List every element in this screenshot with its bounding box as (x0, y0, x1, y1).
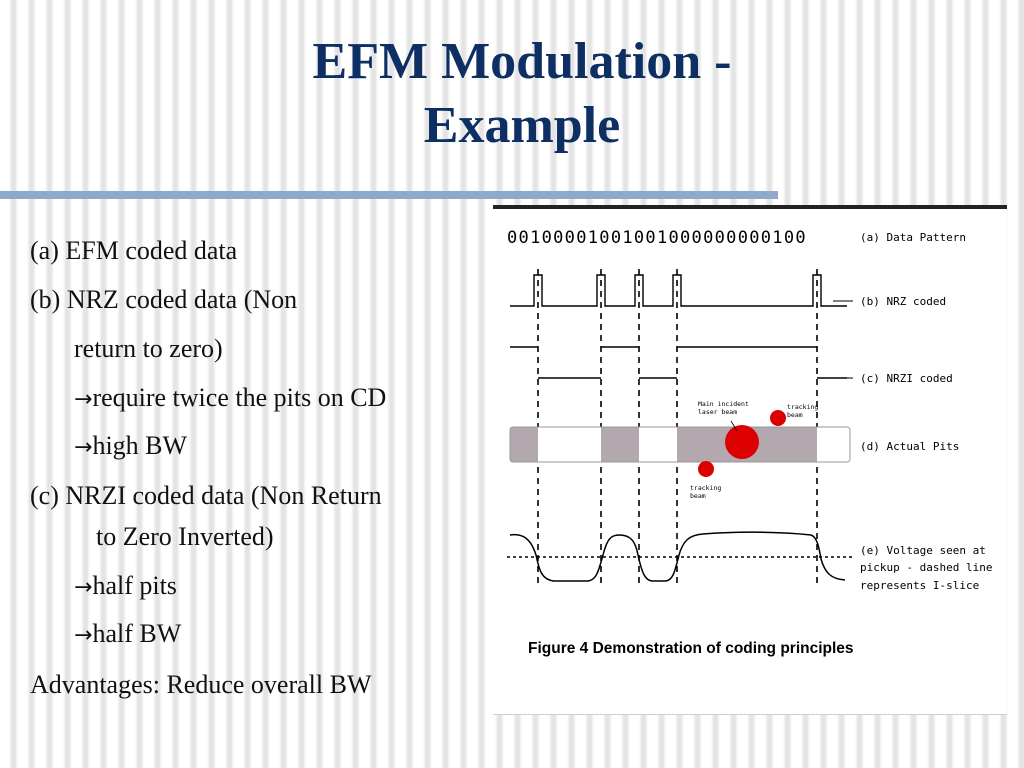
sub-bullet-half-pits: →half pits (74, 571, 177, 603)
bullet-nrzi-continuation: to Zero Inverted) (96, 522, 274, 551)
slide-title: EFM Modulation - Example (0, 30, 1024, 158)
bullet-advantages: Advantages: Reduce overall BW (30, 670, 372, 699)
sub-bullet-high-bw: →high BW (74, 431, 187, 463)
label-voltage: pickup - dashed line (860, 561, 992, 574)
figure-caption: Figure 4 Demonstration of coding princip… (528, 640, 854, 657)
bullet-nrz-continuation: return to zero) (74, 334, 223, 363)
right-arrow-icon: → (74, 575, 93, 600)
pickup-voltage-waveform (509, 531, 846, 582)
right-arrow-icon: → (74, 623, 93, 648)
land-segment (538, 427, 601, 462)
nrzi-waveform (510, 346, 847, 379)
nrz-waveform (510, 274, 847, 307)
tracking-beam-bottom (698, 461, 714, 477)
tracking-beam-label: beam (787, 411, 803, 419)
main-beam-label: Main incident (698, 400, 749, 408)
tracking-beam-label: beam (690, 492, 706, 500)
beam-pointer (730, 420, 738, 432)
label-voltage: (e) Voltage seen at (860, 544, 986, 557)
coding-principles-figure: 00100001001001000000000100 Main incident… (493, 205, 1007, 715)
data-pattern-text: 00100001001001000000000100 (507, 228, 807, 248)
sub-bullet-twice-pits: →require twice the pits on CD (74, 383, 386, 415)
slide-title-line-1: EFM Modulation - (312, 33, 732, 90)
tracking-beam-top (770, 410, 786, 426)
right-arrow-icon: → (74, 387, 93, 412)
land-segment (817, 427, 850, 462)
tracking-beam-label: tracking (787, 403, 818, 411)
label-leaders (833, 300, 853, 379)
label-nrz: (b) NRZ coded (860, 295, 946, 308)
coding-diagram: 00100001001001000000000100 Main incident… (507, 228, 992, 657)
land-segment (639, 427, 677, 462)
main-beam-label: laser beam (698, 408, 737, 416)
bullet-nrzi-coded: (c) NRZI coded data (Non Return (30, 481, 382, 510)
right-arrow-icon: → (74, 435, 93, 460)
label-nrzi: (c) NRZI coded (860, 372, 953, 385)
pit-track-outline (509, 426, 851, 463)
bullet-nrz-coded: (b) NRZ coded data (Non (30, 285, 298, 314)
sub-bullet-text: half BW (92, 619, 182, 648)
sub-bullet-text: half pits (92, 571, 177, 600)
tracking-beam-label: tracking (690, 484, 721, 492)
bullet-efm-coded: (a) EFM coded data (30, 236, 238, 265)
sub-bullet-half-bw: →half BW (74, 619, 181, 651)
label-voltage: represents I-slice (860, 579, 979, 592)
main-laser-beam (725, 425, 759, 459)
sub-bullet-text: high BW (92, 431, 188, 460)
sub-bullet-text: require twice the pits on CD (92, 383, 387, 412)
label-actual-pits: (d) Actual Pits (860, 440, 959, 453)
title-divider (0, 191, 778, 199)
slide-title-line-2: Example (423, 97, 621, 154)
label-data-pattern: (a) Data Pattern (860, 231, 966, 244)
